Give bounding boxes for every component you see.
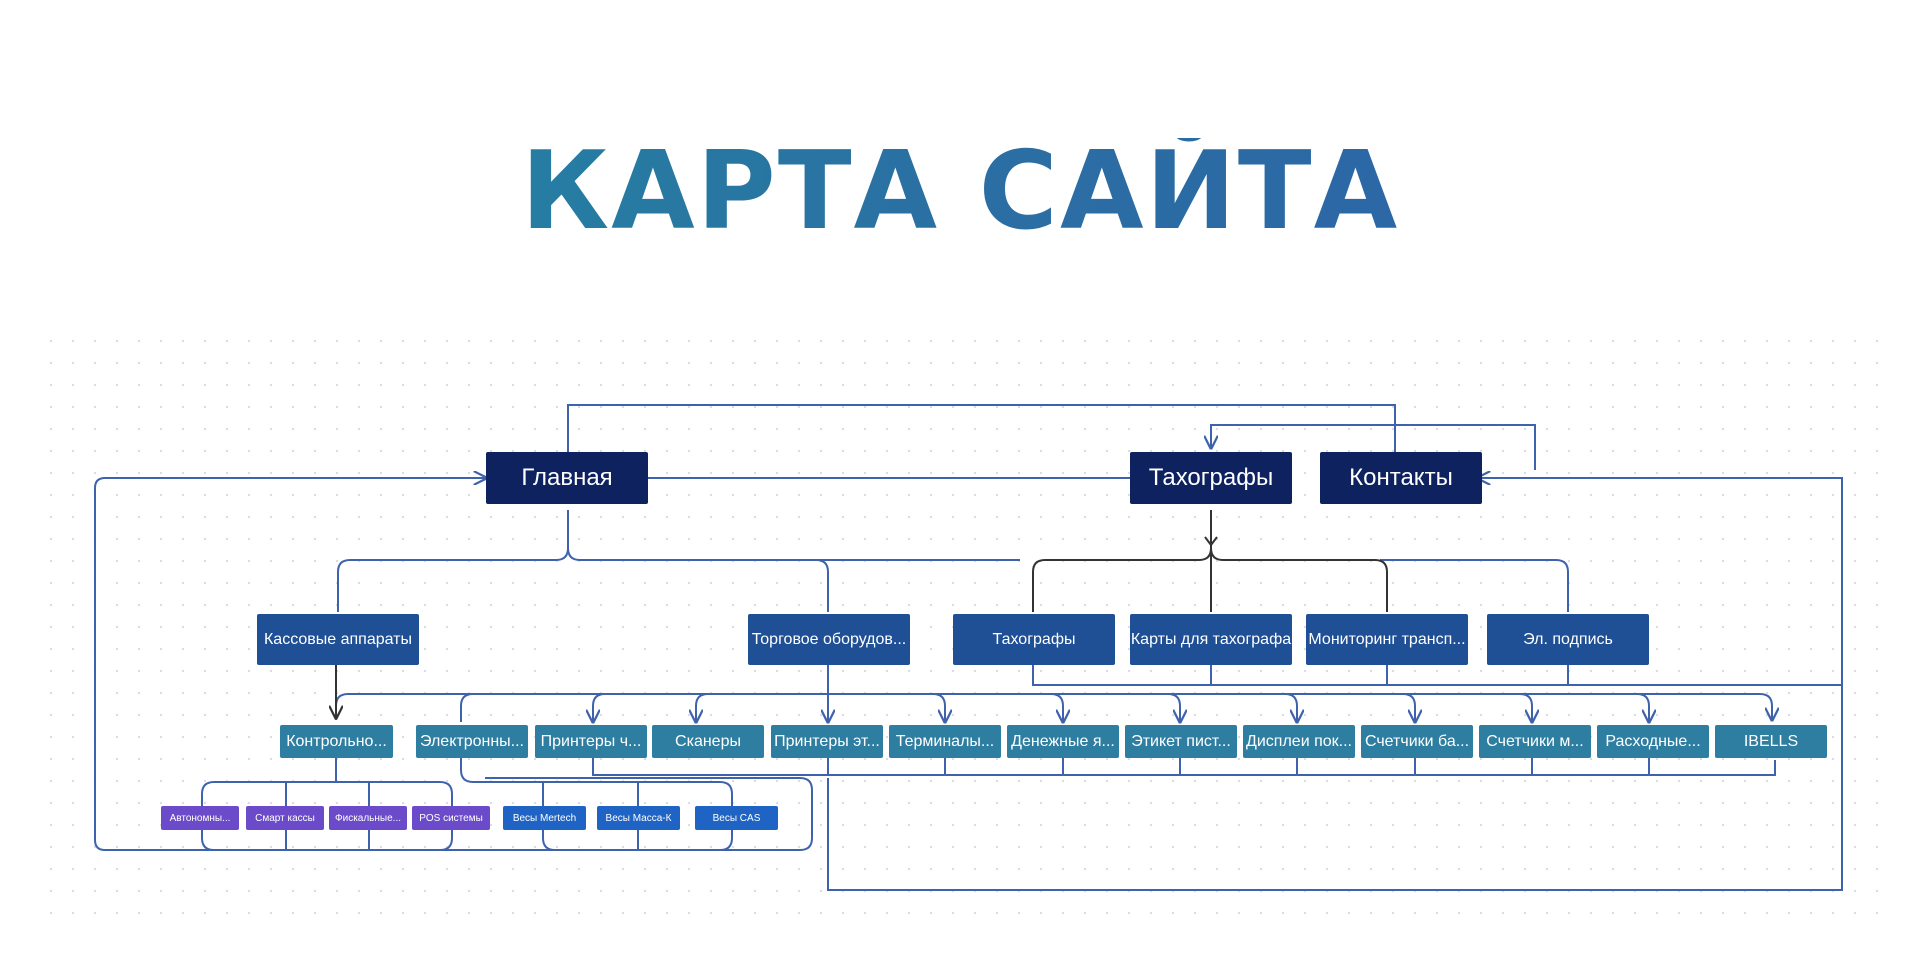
node-trade-equipment[interactable]: Торговое оборудов... [748, 614, 910, 665]
node-consumables[interactable]: Расходные... [1597, 725, 1709, 758]
node-cash-registers[interactable]: Кассовые аппараты [257, 614, 419, 665]
node-tachographs-sub[interactable]: Тахографы [953, 614, 1115, 665]
node-control[interactable]: Контрольно... [280, 725, 393, 758]
node-massak[interactable]: Весы Масса-К [597, 806, 680, 830]
node-displays[interactable]: Дисплеи пок... [1243, 725, 1355, 758]
node-e-signature[interactable]: Эл. подпись [1487, 614, 1649, 665]
node-mertech[interactable]: Весы Mertech [503, 806, 586, 830]
node-smart[interactable]: Смарт кассы [246, 806, 324, 830]
node-electronic[interactable]: Электронны... [416, 725, 528, 758]
page-title: КАРТА САЙТА [0, 138, 1920, 246]
node-tachographs[interactable]: Тахографы [1130, 452, 1292, 504]
node-printers-et[interactable]: Принтеры эт... [771, 725, 883, 758]
node-money[interactable]: Денежные я... [1007, 725, 1119, 758]
node-counters-m[interactable]: Счетчики м... [1479, 725, 1591, 758]
node-terminals[interactable]: Терминалы... [889, 725, 1001, 758]
node-labels[interactable]: Этикет пист... [1125, 725, 1237, 758]
node-pos[interactable]: POS системы [412, 806, 490, 830]
node-scanners[interactable]: Сканеры [652, 725, 764, 758]
node-counters-ba[interactable]: Счетчики ба... [1361, 725, 1473, 758]
node-fiscal[interactable]: Фискальные... [329, 806, 407, 830]
node-printers-ch[interactable]: Принтеры ч... [535, 725, 647, 758]
node-cas[interactable]: Весы CAS [695, 806, 778, 830]
node-contacts[interactable]: Контакты [1320, 452, 1482, 504]
node-ibells[interactable]: IBELLS [1715, 725, 1827, 758]
node-tacho-cards[interactable]: Карты для тахографа [1130, 614, 1292, 665]
node-autonomous[interactable]: Автономны... [161, 806, 239, 830]
node-main[interactable]: Главная [486, 452, 648, 504]
node-transport-monitoring[interactable]: Мониторинг трансп... [1306, 614, 1468, 665]
